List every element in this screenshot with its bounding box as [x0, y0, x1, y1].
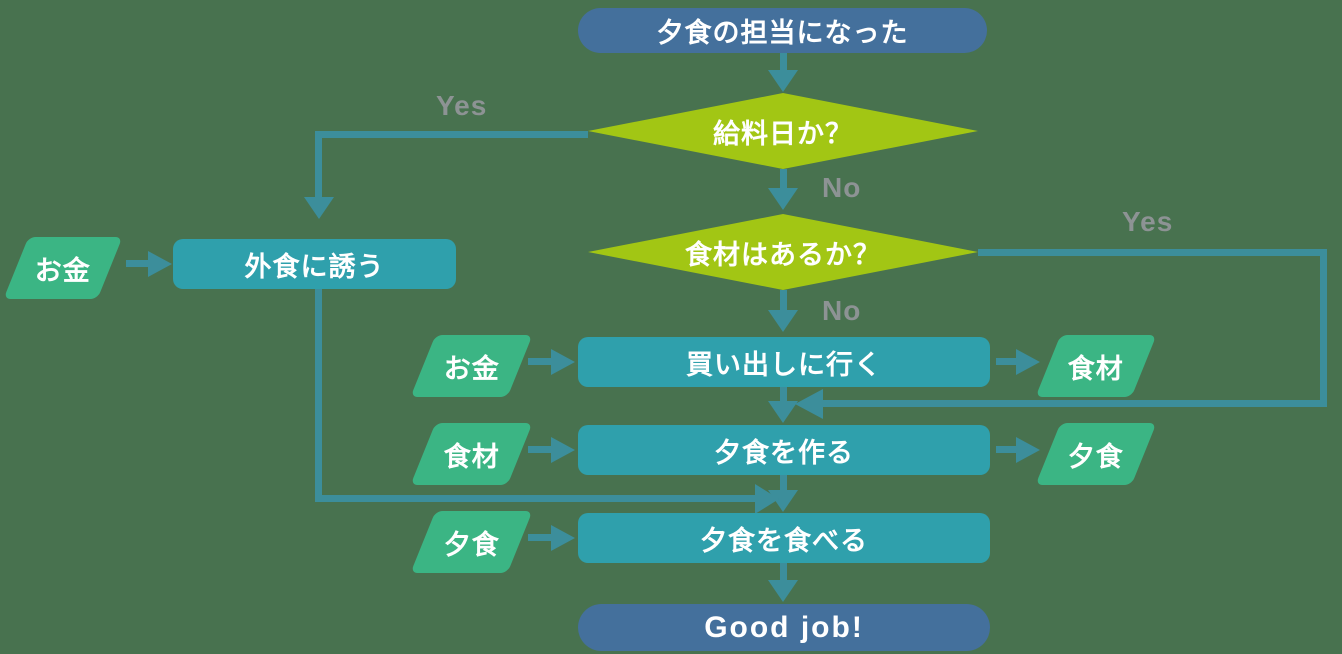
ingredients-io-label: 食材	[443, 441, 500, 472]
eat-process: 夕食を食べる	[578, 513, 990, 563]
edge-invite-down	[315, 289, 322, 502]
label-yes-right: Yes	[1122, 206, 1174, 237]
edge-payday-yes-vertical	[315, 131, 322, 209]
arrowhead-down-icon	[768, 310, 798, 332]
arrowhead-right-icon	[755, 484, 779, 514]
shopping-process: 買い出しに行く	[578, 337, 990, 387]
arrowhead-down-icon	[304, 197, 334, 219]
arrowhead-right-icon	[551, 525, 575, 551]
edge-cook-to-eat	[780, 475, 787, 492]
arrowhead-down-icon	[768, 580, 798, 602]
edge-dinner-to-eat	[528, 534, 553, 541]
edge-cook-to-dinner-out	[996, 446, 1018, 453]
arrowhead-right-icon	[1016, 349, 1040, 375]
money-io-invite: お金	[3, 237, 123, 299]
arrowhead-right-icon	[551, 437, 575, 463]
edge-ingredients-to-shopping	[780, 290, 787, 312]
ingredients-decision: 食材はあるか？	[588, 214, 978, 290]
edge-money-to-shopping	[528, 358, 553, 365]
dinner-io-label: 夕食	[1068, 441, 1124, 472]
start-node: 夕食の担当になった	[578, 8, 987, 53]
dinner-io-out: 夕食	[1035, 423, 1157, 485]
arrowhead-right-icon	[148, 251, 172, 277]
edge-payday-to-ingredients	[780, 169, 787, 190]
edge-money-to-invite	[126, 260, 150, 267]
edge-invite-merge-horizontal	[315, 495, 755, 502]
edge-ingredients-yes-top	[978, 249, 1327, 256]
edge-ingredients-yes-right	[1320, 249, 1327, 407]
payday-decision: 給料日か？	[588, 93, 978, 169]
arrowhead-down-icon	[768, 401, 798, 423]
edge-ingredients-yes-bottom	[819, 400, 1327, 407]
arrowhead-right-icon	[1016, 437, 1040, 463]
edge-eat-to-end	[780, 563, 787, 582]
end-node: Good job!	[578, 604, 990, 651]
money-io-shopping: お金	[410, 335, 533, 397]
label-no-payday: No	[822, 172, 862, 203]
arrowhead-left-icon	[795, 389, 823, 419]
arrowhead-down-icon	[768, 70, 798, 92]
dinner-io-in: 夕食	[410, 511, 533, 573]
label-no-ingredients: No	[822, 295, 862, 326]
ingredients-io-in: 食材	[410, 423, 533, 485]
ingredients-io-out: 食材	[1035, 335, 1157, 397]
cook-process: 夕食を作る	[578, 425, 990, 475]
edge-shopping-to-cook	[780, 387, 787, 403]
arrowhead-down-icon	[768, 188, 798, 210]
edge-start-to-payday	[780, 53, 787, 72]
money-io-label: お金	[35, 255, 91, 286]
dinner-io-label: 夕食	[443, 529, 500, 560]
arrowhead-right-icon	[551, 349, 575, 375]
edge-shopping-to-ingredients-out	[996, 358, 1018, 365]
edge-ingredients-to-cook	[528, 446, 553, 453]
ingredients-io-label: 食材	[1068, 353, 1124, 384]
label-yes-left: Yes	[436, 90, 488, 121]
edge-payday-yes-horizontal	[315, 131, 588, 138]
invite-process: 外食に誘う	[173, 239, 456, 289]
money-io-label: お金	[443, 353, 500, 384]
